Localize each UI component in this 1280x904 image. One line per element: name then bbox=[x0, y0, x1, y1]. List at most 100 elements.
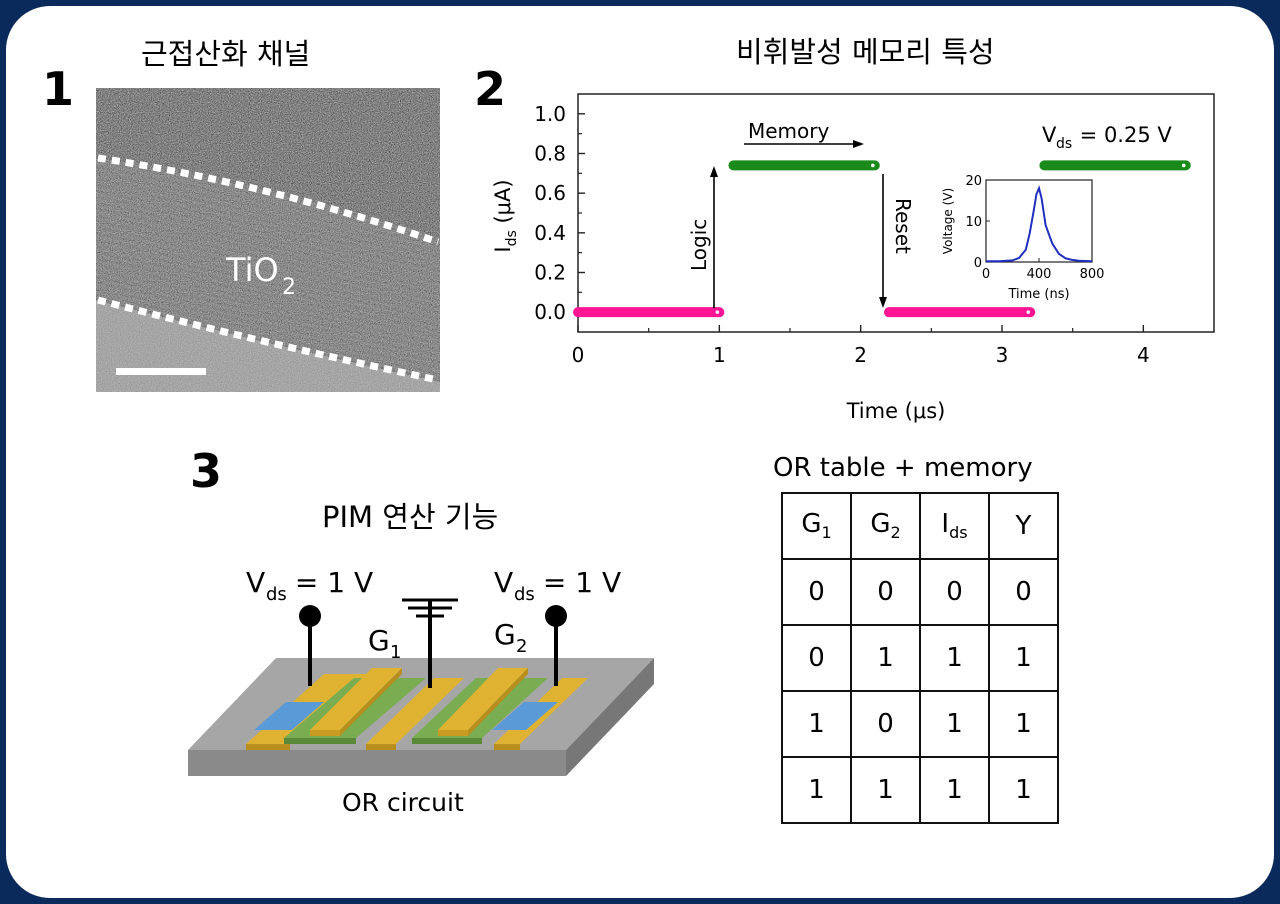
table-cell: 0 bbox=[781, 558, 852, 626]
table-cell: 1 bbox=[988, 756, 1059, 824]
panel-2-number: 2 bbox=[474, 62, 507, 116]
data-segment-end-3 bbox=[1181, 163, 1186, 168]
substrate-side bbox=[566, 658, 654, 776]
vds-label-main: V bbox=[1042, 123, 1057, 147]
contact-left bbox=[254, 702, 324, 730]
or-table-header-g2: G2 bbox=[850, 492, 921, 560]
table-row: 1 1 1 1 bbox=[781, 756, 1059, 824]
table-cell: 1 bbox=[781, 690, 852, 758]
memory-arrow-head bbox=[853, 140, 864, 148]
figure-frame: 1 근접산화 채널 TiO 2 bbox=[6, 6, 1274, 898]
g2-label-sub: 2 bbox=[516, 636, 527, 657]
table-cell: 1 bbox=[988, 624, 1059, 692]
tio2-label: TiO bbox=[225, 251, 279, 289]
table-cell: 1 bbox=[850, 756, 921, 824]
logic-arrow-head bbox=[710, 166, 718, 177]
y-axis-label: Ids (μA) bbox=[491, 179, 520, 252]
x-tick-label-3: 3 bbox=[996, 343, 1009, 367]
probe-left-tip bbox=[299, 605, 321, 627]
contact-right bbox=[492, 702, 558, 730]
table-cell: 0 bbox=[781, 624, 852, 692]
or-circuit-caption: OR circuit bbox=[342, 788, 464, 817]
y-tick-label-3: 0.6 bbox=[534, 181, 566, 205]
ids-time-chart: 0 1 2 3 4 0.0 0.2 0.4 0.6 0.8 1.0 Logic Memory Re… bbox=[491, 93, 1215, 423]
lower-boundary-line bbox=[97, 296, 439, 384]
or-truth-table: G1 G2 Ids Y 0 0 0 0 0 1 1 1 1 0 1 bbox=[781, 492, 1059, 824]
x-tick-label-2: 2 bbox=[854, 343, 867, 367]
probe-right-tip bbox=[545, 605, 567, 627]
gate-1-bar bbox=[310, 668, 402, 730]
vds-left-main: V bbox=[246, 566, 265, 599]
y-axis-label-sub: ds bbox=[504, 230, 520, 246]
data-segment-end-1 bbox=[871, 163, 875, 168]
inset-x-tick-label-0: 0 bbox=[982, 267, 990, 282]
x-tick-label-0: 0 bbox=[572, 343, 585, 367]
drain-electrode bbox=[366, 678, 464, 744]
table-cell: 1 bbox=[919, 690, 990, 758]
memory-label: Memory bbox=[748, 119, 830, 143]
substrate-front bbox=[188, 750, 566, 776]
or-table-header-g1: G1 bbox=[781, 492, 852, 560]
table-cell: 1 bbox=[781, 756, 852, 824]
or-table-header-ids: Ids bbox=[919, 492, 990, 560]
vds-label-value: = 0.25 V bbox=[1073, 123, 1172, 147]
g1-label-main: G bbox=[368, 624, 390, 657]
table-cell: 0 bbox=[988, 558, 1059, 626]
x-axis-label: Time (μs) bbox=[846, 399, 946, 423]
table-row: 0 1 1 1 bbox=[781, 624, 1059, 692]
y-tick-label-1: 0.2 bbox=[534, 261, 566, 285]
data-segment-end-0 bbox=[715, 310, 720, 314]
upper-boundary-line bbox=[97, 154, 440, 246]
tio2-subscript: 2 bbox=[282, 275, 296, 300]
table-cell: 0 bbox=[850, 558, 921, 626]
y-tick-label-5: 1.0 bbox=[534, 102, 566, 126]
voltage-pulse-inset: 0 400 800 0 10 20 Voltage (V) Time (ns) bbox=[941, 174, 1104, 302]
y-tick-label-4: 0.8 bbox=[534, 142, 566, 166]
inset-x-tick-label-2: 800 bbox=[1080, 267, 1105, 282]
inset-y-tick-label-1: 10 bbox=[965, 215, 982, 230]
or-table-header-y: Y bbox=[988, 492, 1059, 560]
inset-voltage-curve bbox=[986, 185, 1093, 263]
inset-frame bbox=[985, 179, 1093, 263]
or-circuit-diagram: V ds = 1 V V ds = 1 V G 1 G 2 bbox=[188, 566, 654, 776]
inset-y-tick-label-0: 0 bbox=[974, 256, 982, 271]
vds-label-sub: ds bbox=[1056, 136, 1072, 152]
panel-3-number: 3 bbox=[190, 444, 223, 498]
vds-right-value: = 1 V bbox=[534, 566, 621, 599]
table-cell: 1 bbox=[988, 690, 1059, 758]
reset-label: Reset bbox=[891, 198, 915, 254]
data-segment-end-2 bbox=[1026, 310, 1031, 314]
table-cell: 1 bbox=[919, 624, 990, 692]
panel-1-title: 근접산화 채널 bbox=[141, 37, 311, 71]
logic-label: Logic bbox=[687, 219, 711, 271]
gate-2-bar bbox=[438, 668, 528, 730]
table-cell: 1 bbox=[850, 624, 921, 692]
vds-left-sub: ds bbox=[266, 584, 287, 605]
y-tick-label-2: 0.4 bbox=[534, 221, 566, 245]
inset-x-label: Time (ns) bbox=[1007, 287, 1069, 302]
g2-label-main: G bbox=[494, 618, 516, 651]
table-cell: 0 bbox=[919, 558, 990, 626]
vds-right-main: V bbox=[494, 566, 513, 599]
inset-y-label: Voltage (V) bbox=[941, 188, 955, 254]
tem-image: TiO 2 bbox=[96, 88, 440, 392]
table-cell: 1 bbox=[919, 756, 990, 824]
vds-left-value: = 1 V bbox=[286, 566, 373, 599]
panel-3-title: PIM 연산 기능 bbox=[322, 500, 499, 534]
panel-1-number: 1 bbox=[42, 62, 75, 116]
x-tick-label-1: 1 bbox=[713, 343, 726, 367]
or-table-title: OR table + memory bbox=[773, 453, 1033, 483]
reset-arrow-head bbox=[879, 297, 887, 308]
table-cell: 0 bbox=[850, 690, 921, 758]
g1-label-sub: 1 bbox=[390, 642, 401, 663]
panel-2-title: 비휘발성 메모리 특성 bbox=[736, 35, 995, 69]
inset-y-tick-label-2: 20 bbox=[965, 174, 982, 189]
y-tick-label-0: 0.0 bbox=[534, 300, 566, 324]
x-tick-label-4: 4 bbox=[1137, 343, 1150, 367]
inset-x-tick-label-1: 400 bbox=[1027, 267, 1052, 282]
table-row: 0 0 0 0 bbox=[781, 558, 1059, 626]
table-row: 1 0 1 1 bbox=[781, 690, 1059, 758]
or-table-header-row: G1 G2 Ids Y bbox=[781, 492, 1059, 560]
scale-bar bbox=[116, 368, 206, 375]
vds-right-sub: ds bbox=[514, 584, 535, 605]
